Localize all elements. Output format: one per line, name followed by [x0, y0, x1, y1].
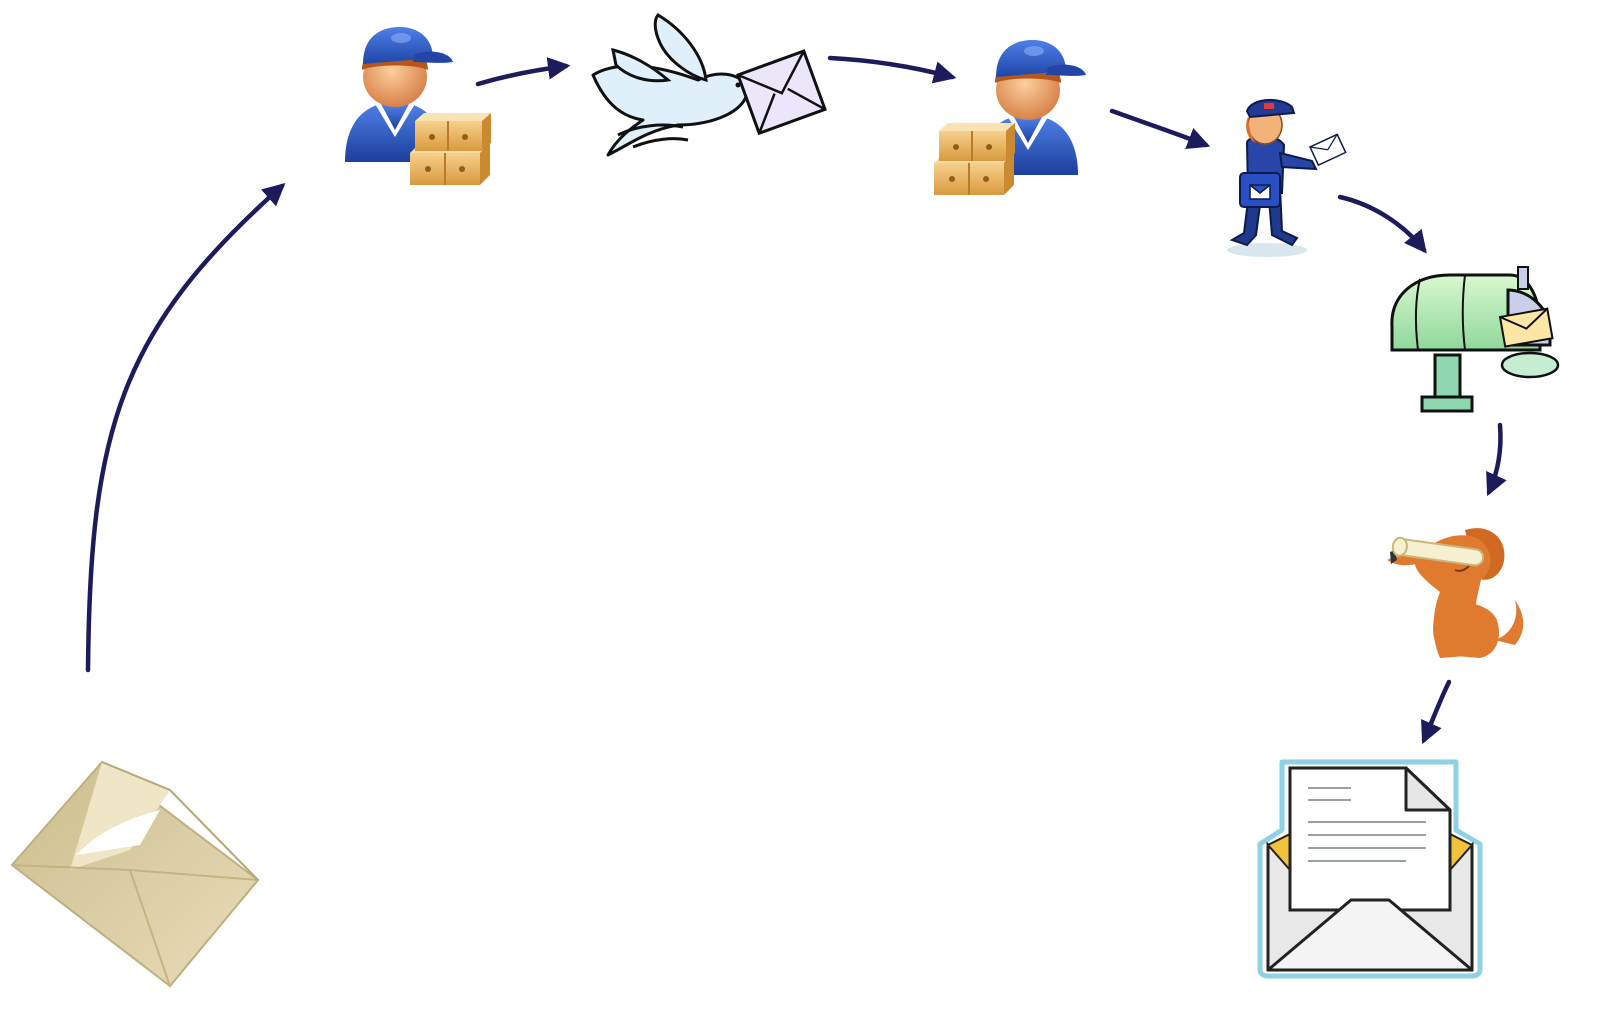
delivery-worker-icon: [345, 27, 491, 185]
delivery-worker-icon: [934, 40, 1086, 195]
arrow-dog-to-letter: [1424, 682, 1449, 740]
postman-icon: [1227, 100, 1346, 257]
carrier-pigeon-icon: [593, 15, 825, 155]
mailbox-icon: [1392, 267, 1558, 411]
arrow-envelope-to-courier: [88, 186, 282, 670]
open-envelope-letter-icon: [1260, 762, 1480, 976]
arrow-courier-to-postman: [1112, 111, 1206, 145]
arrow-postman-to-mailbox: [1340, 197, 1424, 250]
arrow-mailbox-to-dog: [1489, 425, 1501, 492]
old-envelope-icon: [12, 762, 258, 986]
dog-icon: [1387, 528, 1523, 658]
arrow-pigeon-to-courier: [830, 58, 952, 77]
arrow-courier-to-pigeon: [478, 66, 566, 84]
